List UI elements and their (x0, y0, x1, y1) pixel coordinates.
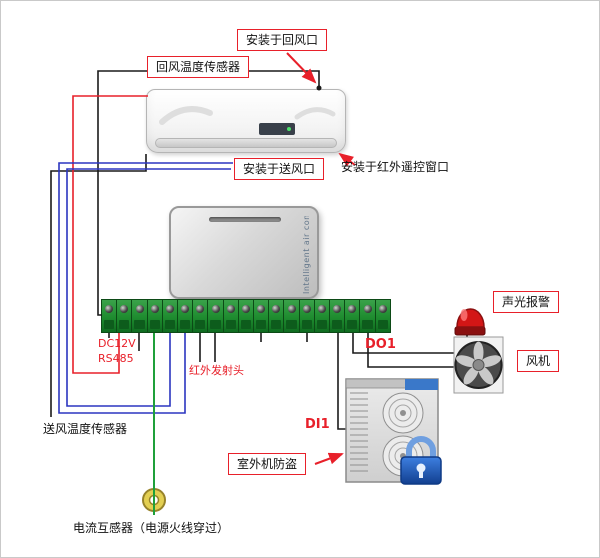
label-install-return-air: 安装于回风口 (237, 29, 328, 51)
wire-supply-air-sensor-black (50, 154, 147, 417)
outdoor-fan-bottom (382, 435, 424, 477)
label-do1: DO1 (365, 337, 396, 352)
alarm-icon (454, 308, 486, 336)
terminal-15 (314, 300, 331, 332)
terminal-19 (375, 300, 390, 332)
ac-air-vent (155, 138, 337, 148)
label-current-transformer: 电流互感器（电源火线穿过） (73, 521, 230, 535)
ac-display-panel (259, 123, 295, 135)
outdoor-grille-slats (350, 392, 368, 472)
fan-icon (453, 336, 504, 394)
padlock-icon (400, 436, 442, 485)
label-supply-air-sensor: 送风温度传感器 (43, 422, 128, 436)
label-install-supply-air: 安装于送风口 (234, 158, 325, 180)
label-outdoor-antitheft: 室外机防盗 (228, 453, 307, 475)
terminal-13 (284, 300, 300, 332)
terminal-10 (238, 300, 255, 332)
indoor-ac-unit (146, 89, 346, 153)
label-dc12v: DC12V (98, 337, 136, 350)
controller-brand-text: Intelligent air condition controller (302, 216, 311, 294)
wire-di1 (337, 333, 347, 430)
terminal-14 (299, 300, 315, 332)
arrow-outdoor-antitheft (314, 452, 344, 465)
terminal-7 (193, 300, 209, 332)
arrow-install-return-air (286, 52, 317, 84)
label-install-ir-window: 安装于红外遥控窗口 (341, 160, 450, 174)
terminal-17 (345, 300, 361, 332)
terminal-16 (330, 300, 346, 332)
label-rs485: RS485 (98, 352, 134, 365)
label-di1: DI1 (305, 417, 330, 432)
ac-status-led (287, 127, 291, 131)
terminal-2 (117, 300, 133, 332)
outdoor-fan-top (382, 392, 424, 434)
terminal-strip (101, 299, 391, 333)
terminal-12 (269, 300, 285, 332)
controller-vent-slot (209, 217, 281, 222)
terminal-6 (178, 300, 194, 332)
terminal-1 (102, 300, 118, 332)
label-ir-emitter: 红外发射头 (189, 364, 244, 377)
controller: Intelligent air condition controller (169, 206, 319, 299)
terminal-8 (208, 300, 224, 332)
label-fan: 风机 (517, 350, 560, 372)
terminal-3 (132, 300, 148, 332)
outdoor-brand-band (405, 379, 438, 390)
terminal-5 (162, 300, 179, 332)
current-transformer-icon (142, 488, 166, 512)
outdoor-unit (345, 378, 439, 483)
terminal-4 (147, 300, 163, 332)
label-alarm: 声光报警 (493, 291, 560, 313)
terminal-11 (254, 300, 270, 332)
terminal-18 (360, 300, 376, 332)
terminal-9 (223, 300, 239, 332)
label-return-air-sensor: 回风温度传感器 (147, 56, 250, 78)
